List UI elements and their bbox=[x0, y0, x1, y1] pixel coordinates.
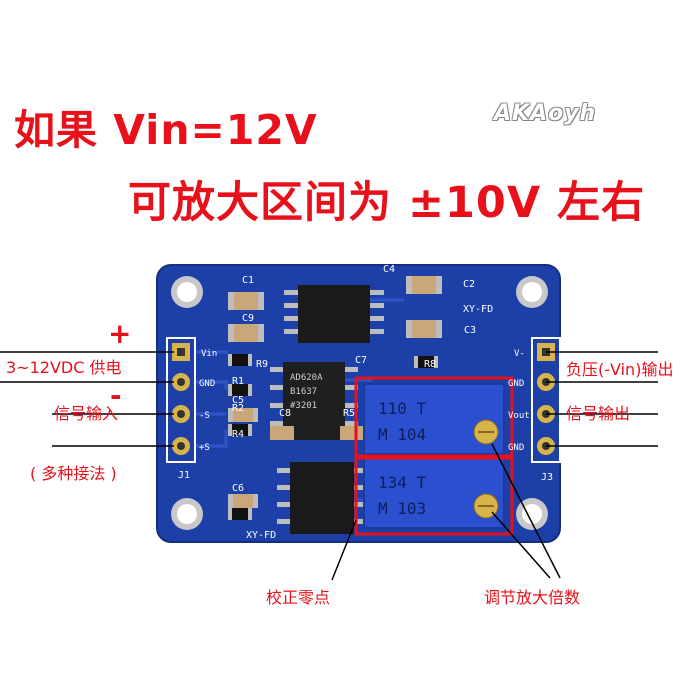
gain-adjust-label: 调节放大倍数 bbox=[484, 588, 581, 607]
silk-r8: R8 bbox=[424, 359, 436, 370]
silk-r4: R4 bbox=[232, 429, 244, 440]
silk-gnd-left: GND bbox=[199, 379, 215, 389]
silk-model-top: XY-FD bbox=[463, 304, 493, 315]
mounting-holes bbox=[171, 276, 548, 530]
negative-voltage-label: 负压(-Vin)输出 bbox=[566, 360, 674, 379]
silk-c9: C9 bbox=[242, 313, 254, 324]
supply-label: 3~12VDC 供电 bbox=[6, 358, 122, 377]
silk-r9: R9 bbox=[256, 359, 268, 370]
minus-sign: - bbox=[110, 379, 122, 412]
silk-pos-s: +S bbox=[199, 443, 210, 453]
ic-top bbox=[284, 285, 384, 343]
silk-neg-s: -S bbox=[199, 411, 210, 421]
silk-c7: C7 bbox=[355, 355, 367, 366]
capacitors bbox=[228, 276, 442, 508]
headline-line2: 可放大区间为 ±10V 左右 bbox=[128, 178, 646, 228]
silk-v-neg: V- bbox=[514, 349, 525, 359]
pot-markings: 110 T M 104 134 T M 103 bbox=[378, 399, 427, 518]
silk-r5: R5 bbox=[343, 408, 355, 419]
silk-vin: Vin bbox=[201, 349, 217, 359]
silk-gnd-right: GND bbox=[508, 379, 524, 389]
header-j3-outline bbox=[531, 337, 561, 463]
potentiometer-top bbox=[363, 383, 505, 455]
gain-highlight-box-2 bbox=[354, 454, 514, 536]
ic-marking: AD620A B1637 #3201 bbox=[290, 373, 323, 411]
silk-model-bottom: XY-FD bbox=[246, 530, 276, 541]
silk-c1: C1 bbox=[242, 275, 254, 286]
ic-marking-3: #3201 bbox=[290, 401, 317, 411]
silk-c6: C6 bbox=[232, 483, 244, 494]
wiring-methods-label: ( 多种接法 ) bbox=[30, 464, 117, 483]
silk-r1: R1 bbox=[232, 376, 244, 387]
silk-c5: C5 bbox=[232, 395, 244, 406]
signal-input-label: 信号输入 bbox=[54, 404, 119, 423]
watermark-logo: AKAoyh bbox=[494, 101, 597, 126]
ic-marking-1: AD620A bbox=[290, 373, 323, 383]
headline-line1: 如果 Vin=12V bbox=[14, 106, 318, 154]
gain-highlight-box bbox=[354, 376, 514, 460]
silk-c2: C2 bbox=[463, 279, 475, 290]
header-j1-outline bbox=[166, 337, 196, 463]
pot-bottom-line2: M 103 bbox=[378, 499, 426, 518]
resistors bbox=[228, 354, 438, 520]
zero-calibration-label: 校正零点 bbox=[266, 588, 331, 607]
silk-gnd-right2: GND bbox=[508, 443, 524, 453]
silk-vout: Vout bbox=[508, 411, 530, 421]
annotation-lines bbox=[0, 351, 658, 581]
ic-bottom bbox=[277, 462, 367, 534]
silk-j3: J3 bbox=[541, 472, 553, 483]
silkscreen: C1 C2 C3 C4 C5 C6 C7 C8 C9 R1 R2 R4 R5 R… bbox=[178, 264, 553, 541]
pot-bottom-line1: 134 T bbox=[378, 473, 427, 492]
pot-top-line2: M 104 bbox=[378, 425, 426, 444]
plus-sign: + bbox=[108, 317, 132, 350]
signal-output-label: 信号输出 bbox=[566, 404, 631, 423]
header-j1-pins bbox=[172, 343, 190, 455]
silk-r2: R2 bbox=[232, 403, 244, 414]
pot-top-line1: 110 T bbox=[378, 399, 427, 418]
silk-c8: C8 bbox=[279, 408, 291, 419]
silk-c4: C4 bbox=[383, 264, 395, 275]
ic-marking-2: B1637 bbox=[290, 387, 317, 397]
silk-c3: C3 bbox=[464, 325, 476, 336]
potentiometer-bottom bbox=[363, 457, 505, 529]
silk-j1: J1 bbox=[178, 470, 190, 481]
